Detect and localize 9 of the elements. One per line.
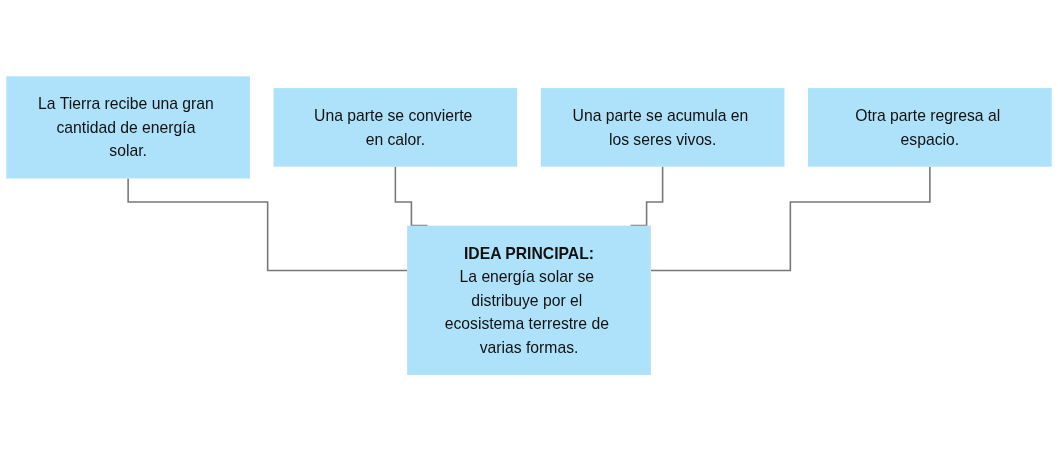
node-box: Una parte se convierte en calor.	[273, 87, 518, 167]
node-box: Otra parte regresa al espacio.	[808, 87, 1052, 167]
connector	[629, 165, 664, 227]
connector	[650, 165, 931, 272]
connector	[394, 165, 429, 227]
node-box: IDEA PRINCIPAL: La energía solar se distribuye por el ecosistema terrestre de varias formas.	[407, 225, 651, 375]
connector	[127, 177, 408, 272]
node-box: La Tierra recibe una gran cantidad de energía solar.	[6, 76, 250, 179]
node-box: Una parte se acumula en los seres vivos.	[540, 87, 785, 167]
